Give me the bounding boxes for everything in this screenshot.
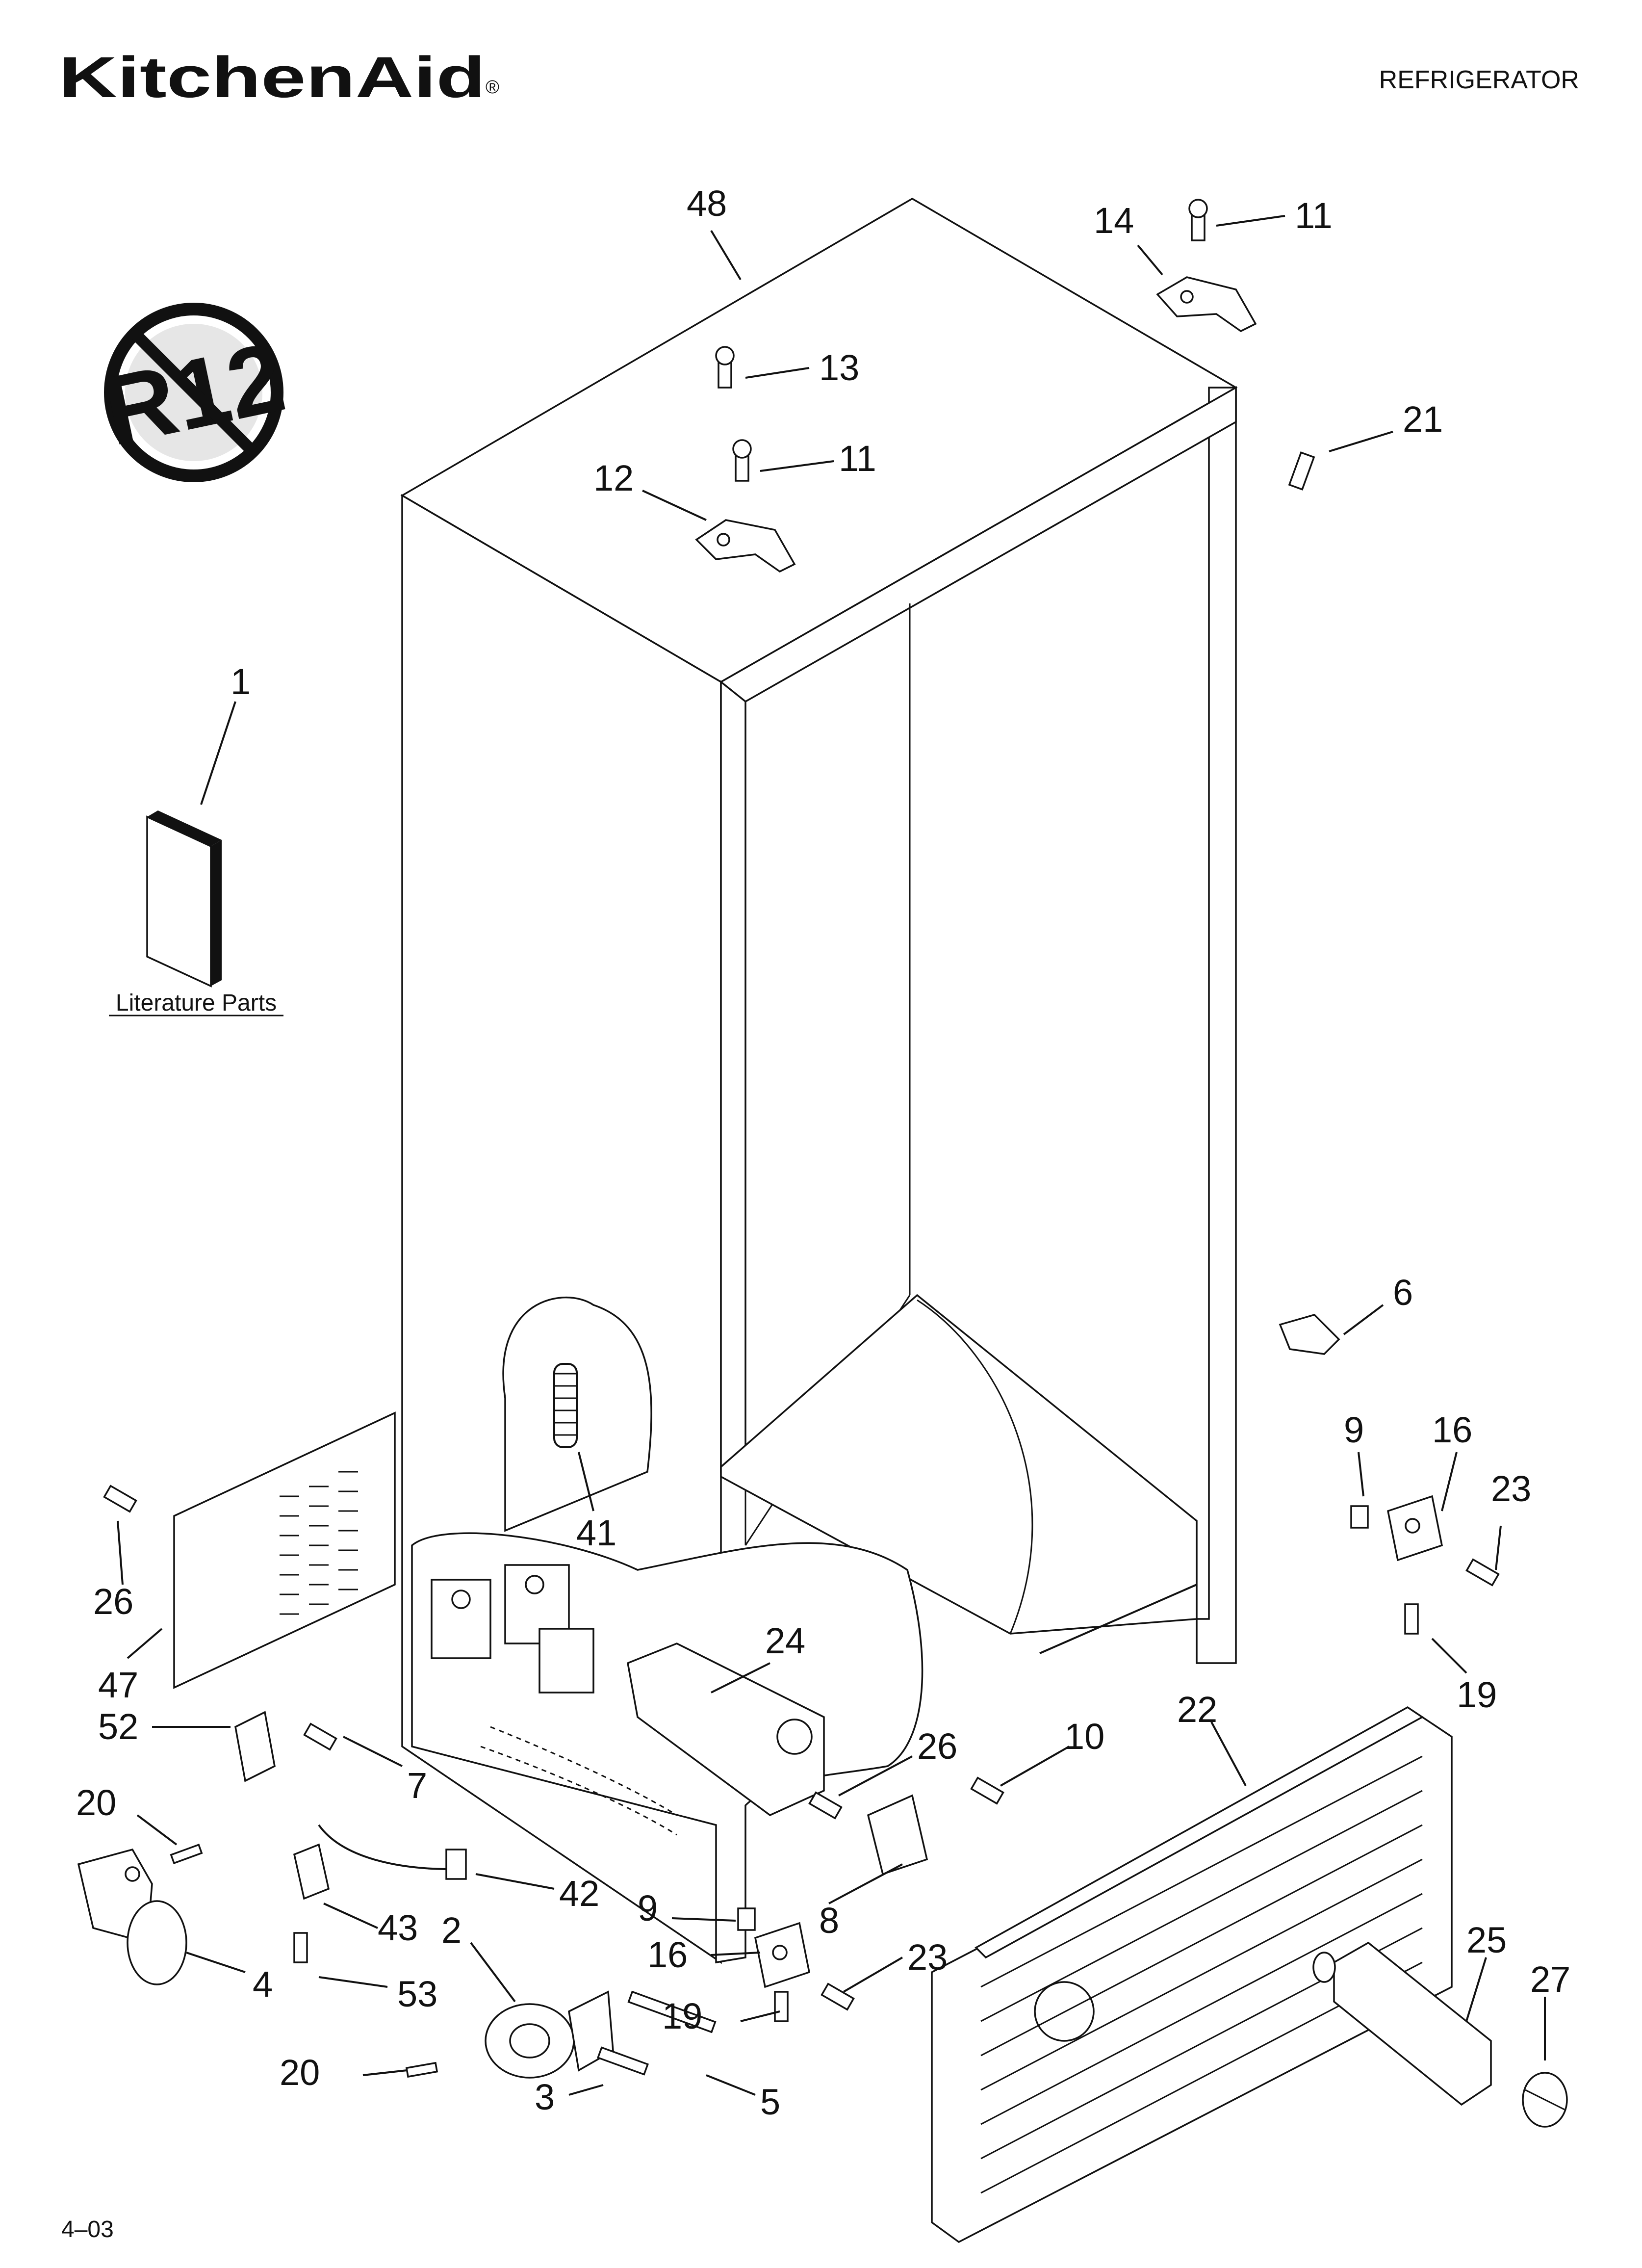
screw-part-26-right: [808, 1791, 843, 1820]
callout-27: 27: [1530, 1959, 1570, 2000]
leader-lines: [117, 215, 1546, 2096]
callout-41: 41: [576, 1512, 616, 1553]
pin-part-20-lower: [405, 2061, 438, 2078]
callout-53: 53: [397, 1974, 437, 2014]
bottom-hinge-right-part-16: [1386, 1495, 1443, 1562]
callout-2: 2: [441, 1910, 462, 1951]
callout-23-right: 23: [1491, 1468, 1531, 1509]
clip-part-21: [1288, 451, 1315, 491]
no-r12-refrigerant-icon: R12: [95, 303, 293, 482]
shim-part-9-left: [737, 1907, 756, 1931]
screw-part-3: [597, 2046, 649, 2076]
access-panel-part-47: [173, 1411, 396, 1689]
callout-1: 1: [231, 661, 251, 702]
callout-9-left: 9: [638, 1888, 658, 1929]
literature-parts-label: Literature Parts: [116, 990, 277, 1016]
callout-4: 4: [253, 1964, 273, 2005]
tube-part-42: [318, 1824, 467, 1880]
screw-part-26-left: [103, 1485, 137, 1513]
water-filter-part-25: [1312, 1941, 1492, 2106]
brand-logo: KitchenAid: [59, 45, 486, 110]
callout-26-left: 26: [93, 1581, 133, 1622]
callout-20-upper: 20: [76, 1782, 116, 1823]
callout-42: 42: [559, 1873, 599, 1914]
screw-part-19-right: [1404, 1603, 1419, 1635]
callout-21: 21: [1403, 399, 1443, 440]
callout-23-left: 23: [907, 1937, 948, 1978]
screw-part-11-lower: [732, 439, 752, 482]
screw-part-11-upper: [1188, 199, 1208, 241]
bolt-part-5: [627, 1990, 717, 2033]
ice-chute-part-24: [627, 1642, 825, 1817]
callout-6: 6: [1393, 1272, 1413, 1313]
callout-19-left: 19: [662, 1996, 702, 2036]
pin-part-20-upper: [170, 1844, 203, 1864]
bottom-hinge-left-part-16: [754, 1922, 811, 1988]
screw-part-19-left: [774, 1991, 789, 2022]
callout-25: 25: [1466, 1920, 1507, 1960]
callout-12: 12: [593, 458, 634, 498]
screw-part-10: [970, 1776, 1004, 1805]
grommet-part-41: [553, 1363, 578, 1448]
callout-19-right: 19: [1457, 1674, 1497, 1715]
callout-7: 7: [407, 1765, 427, 1806]
callout-47: 47: [98, 1665, 138, 1705]
product-type-label: REFRIGERATOR: [1379, 66, 1579, 94]
registered-mark: ®: [486, 77, 499, 98]
callout-11: 11: [839, 438, 876, 479]
literature-booklet: [146, 810, 222, 988]
callout-48: 48: [687, 183, 727, 224]
clamp-part-43: [293, 1843, 330, 1900]
callout-20-lower: 20: [280, 2052, 320, 2093]
callout-5: 5: [760, 2082, 780, 2122]
callout-labels: 48 14 11 13 11 12 21 1 6 9 16 23 41 26 4…: [76, 183, 1570, 2122]
date-code: 4–03: [61, 2216, 114, 2242]
callout-14: 14: [1094, 200, 1134, 241]
roller-part-4: [77, 1848, 187, 1985]
water-valve-detail: [431, 1564, 677, 1836]
callout-16-right: 16: [1432, 1409, 1472, 1450]
callout-43: 43: [378, 1907, 418, 1948]
callout-3: 3: [535, 2077, 555, 2117]
shim-part-9-right: [1350, 1505, 1369, 1529]
leveling-leg-part-2: [485, 1990, 614, 2079]
bracket-part-8: [867, 1794, 928, 1876]
toe-grille-part-22: [931, 1706, 1453, 2243]
callout-10: 10: [1064, 1716, 1104, 1757]
callout-24: 24: [765, 1620, 805, 1661]
callout-13: 13: [819, 347, 859, 388]
callout-11-top: 11: [1295, 195, 1333, 236]
screw-part-13: [715, 346, 735, 389]
callout-22: 22: [1177, 1689, 1217, 1730]
callout-26-right: 26: [917, 1726, 957, 1767]
top-hinge-part-14: [1156, 276, 1257, 333]
clamp-part-52: [234, 1711, 276, 1782]
screw-part-23-left: [821, 1982, 855, 2011]
stop-part-6: [1279, 1314, 1340, 1355]
filter-cap-part-27: [1522, 2072, 1568, 2128]
screw-part-53: [293, 1932, 308, 1963]
callout-8: 8: [819, 1900, 839, 1941]
callout-16-left: 16: [647, 1934, 688, 1975]
callout-52: 52: [98, 1706, 138, 1747]
top-hinge-part-12: [695, 519, 796, 573]
screw-part-7: [303, 1722, 337, 1751]
screw-part-23-right: [1465, 1558, 1500, 1587]
callout-9-right: 9: [1344, 1409, 1364, 1450]
